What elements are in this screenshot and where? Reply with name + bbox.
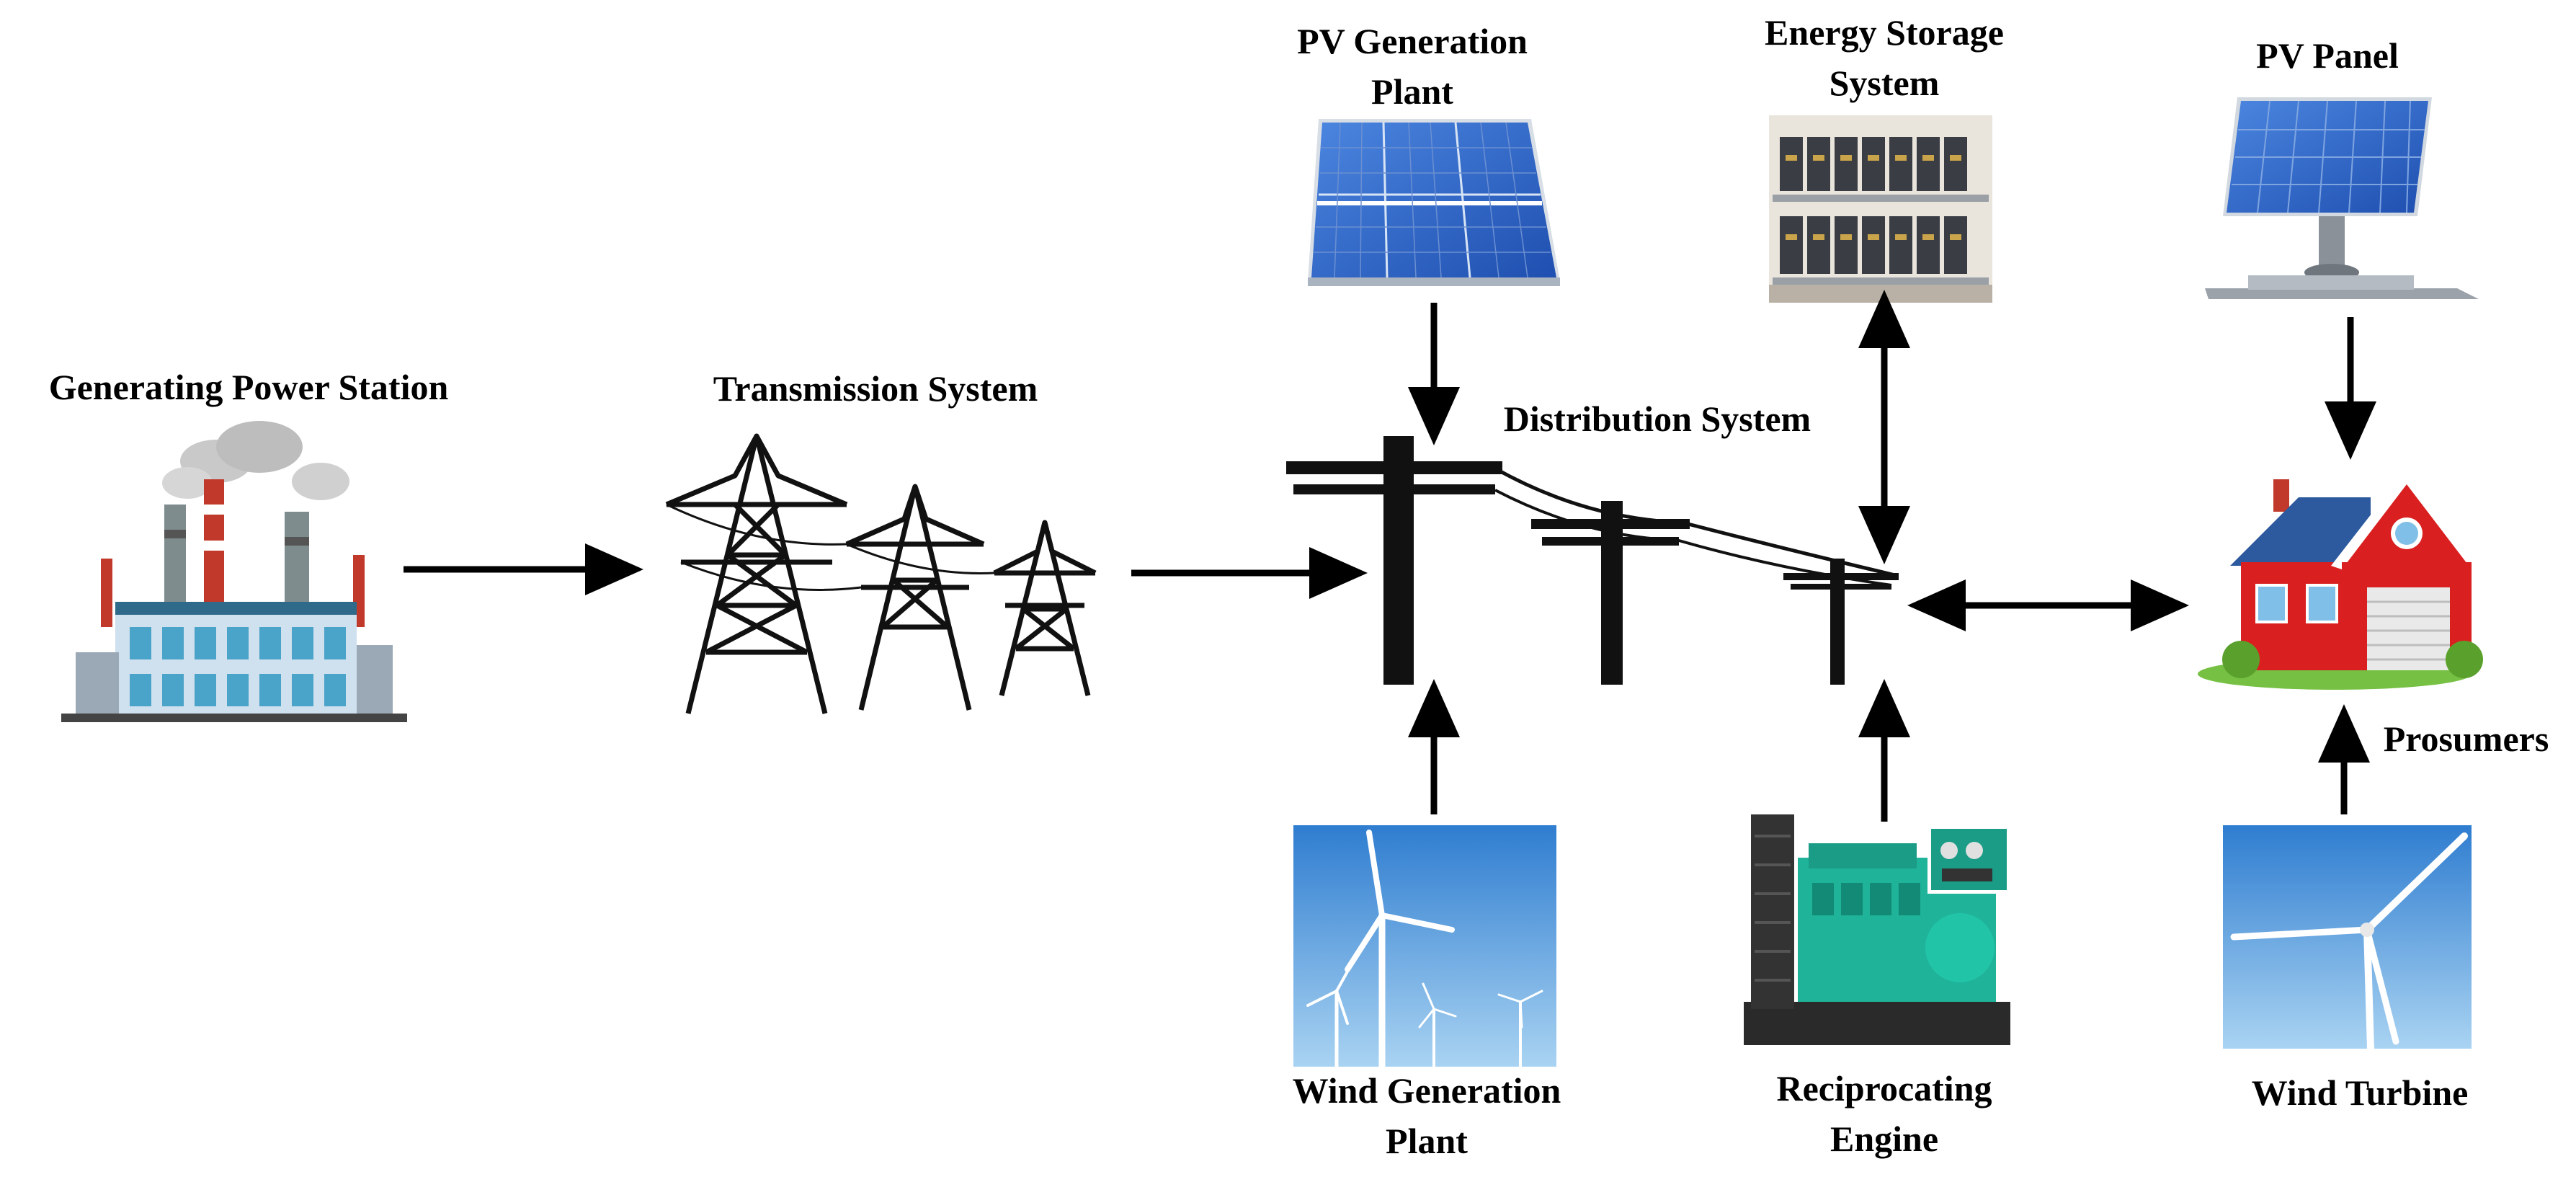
label-line: Wind Generation	[1292, 1070, 1561, 1111]
transmission-tower-icon	[665, 433, 1097, 714]
label-line: Energy Storage	[1765, 12, 2004, 53]
label-line: Reciprocating	[1776, 1068, 1992, 1108]
solar-panel-icon	[1308, 119, 1560, 286]
label-reciprocating-engine: Reciprocating Engine	[1708, 1063, 2061, 1164]
label-energy-storage-system: Energy Storage System	[1715, 7, 2054, 108]
label-wind-generation-plant: Wind Generation Plant	[1239, 1065, 1614, 1166]
wind-turbine-icon	[2223, 825, 2472, 1052]
factory-icon	[61, 421, 407, 722]
label-line: System	[1829, 63, 1940, 103]
label-prosumers: Prosumers	[2383, 719, 2549, 759]
battery-rack-icon	[1769, 115, 1992, 303]
label-distribution-system: Distribution System	[1503, 399, 1811, 439]
utility-pole-icon	[1286, 436, 1899, 685]
flow-arrows	[404, 290, 2376, 822]
label-pv-panel: PV Panel	[2256, 35, 2399, 76]
house-icon	[2198, 468, 2483, 690]
label-transmission-system: Transmission System	[713, 368, 1038, 409]
label-wind-turbine: Wind Turbine	[2251, 1072, 2469, 1113]
label-generating-power-station: Generating Power Station	[48, 367, 449, 407]
wind-turbine-icon	[1293, 825, 1556, 1070]
label-line: PV Generation	[1297, 21, 1528, 61]
label-line: Plant	[1386, 1121, 1468, 1161]
label-line: Engine	[1830, 1119, 1939, 1159]
generator-icon	[1744, 814, 2010, 1045]
solar-panel-icon	[2205, 97, 2479, 299]
label-pv-generation-plant: PV Generation Plant	[1239, 16, 1585, 117]
label-line: Plant	[1371, 71, 1453, 112]
